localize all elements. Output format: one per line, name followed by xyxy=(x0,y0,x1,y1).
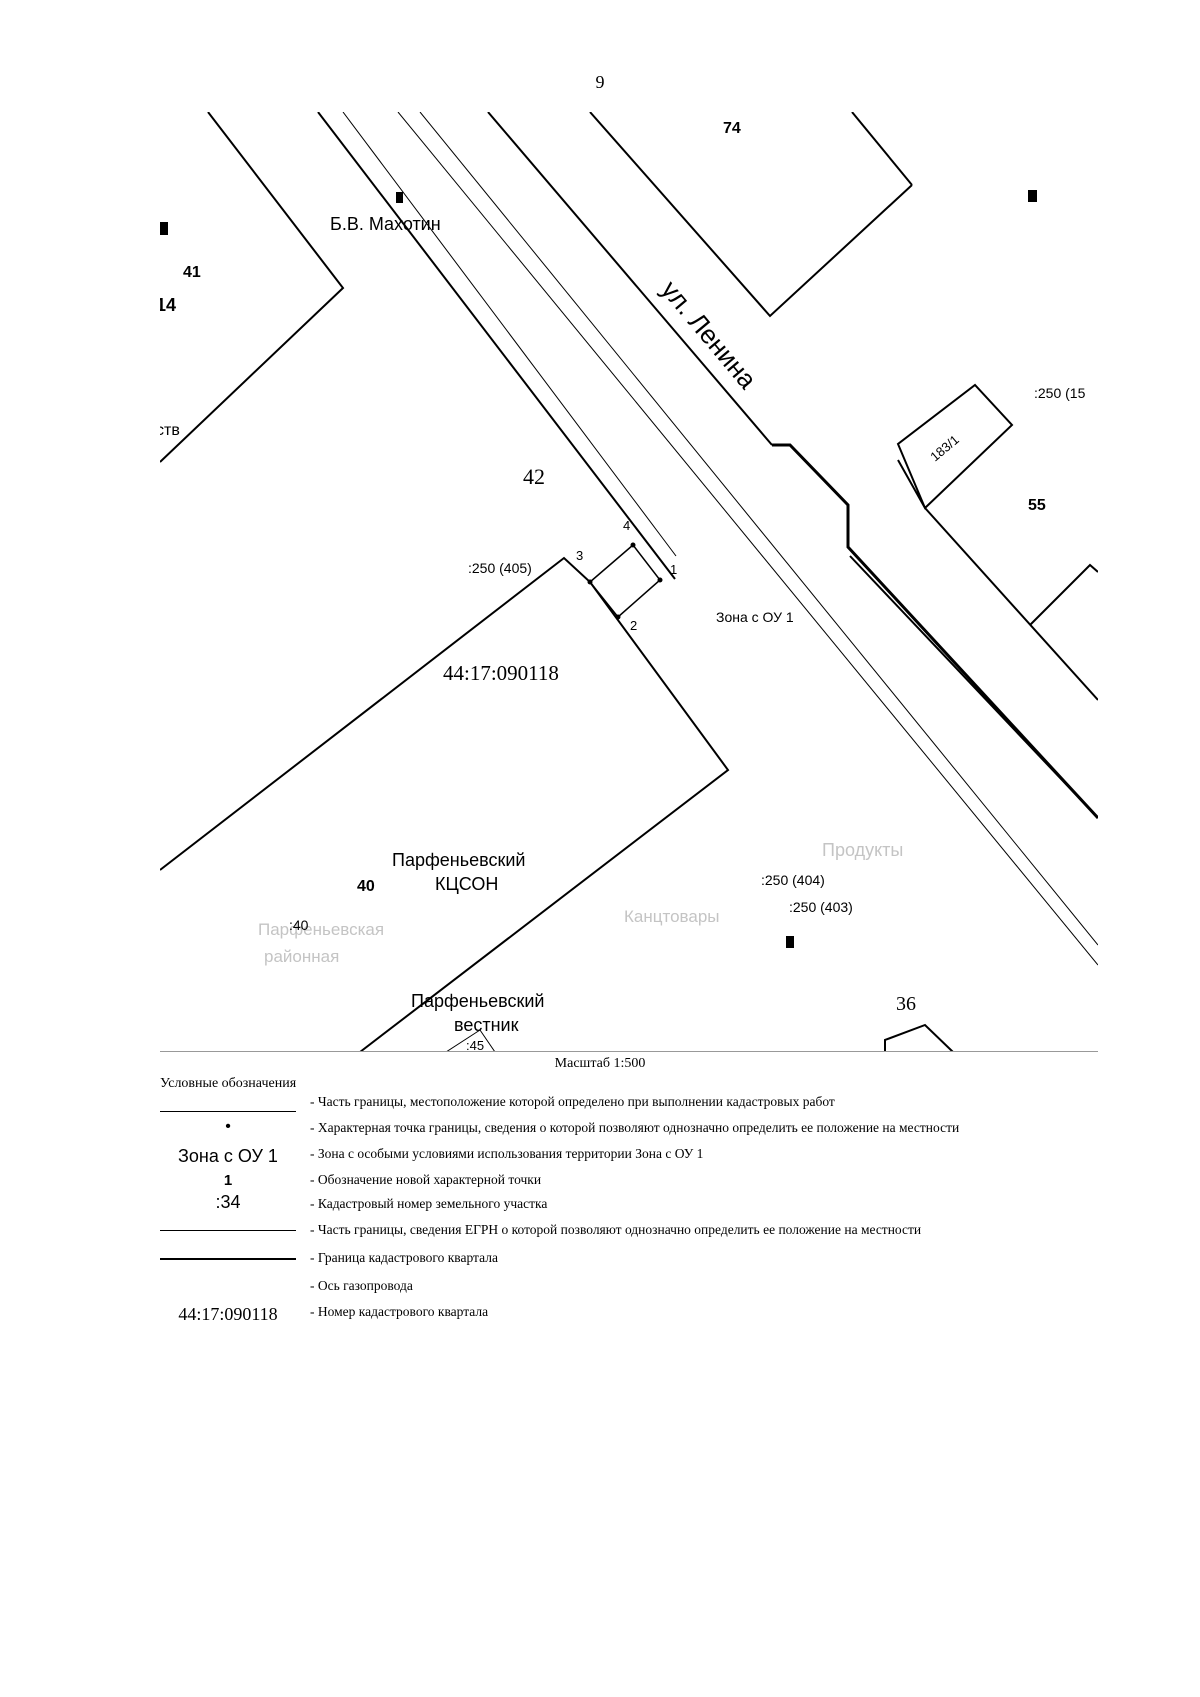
road-edge-east-north xyxy=(487,112,773,446)
building-marker xyxy=(1028,190,1037,202)
quarter-boundary-east xyxy=(772,443,1098,820)
point-number-symbol: 1 xyxy=(223,1172,233,1189)
parcel-45-boundary xyxy=(445,1029,496,1052)
legend-text: - Номер кадастрового квартала xyxy=(310,1304,489,1319)
label-183-1: 183/1 xyxy=(927,432,962,464)
gas-pipe-axis xyxy=(397,112,1098,966)
point-label-4: 4 xyxy=(623,518,630,533)
zone-symbol: Зона с ОУ 1 xyxy=(178,1146,278,1166)
legend-text: - Ось газопровода xyxy=(310,1278,413,1293)
label-250-15: :250 (15 xyxy=(1034,385,1086,401)
parcel-74-boundary xyxy=(589,112,913,318)
label-produkty: Продукты xyxy=(822,840,903,860)
street-name: ул. Ленина xyxy=(655,275,763,395)
label-kcson-2: КЦСОН xyxy=(435,874,498,894)
parcel-55-boundary xyxy=(924,507,1098,701)
legend-symbol-line xyxy=(160,1230,296,1231)
label-faded-3: Канцтовары xyxy=(624,907,720,926)
parcel-36-boundary xyxy=(884,1023,954,1052)
label-kcson-1: Парфеньевский xyxy=(392,850,525,870)
label-74: 74 xyxy=(723,120,741,137)
label-250-403: :250 (403) xyxy=(789,899,853,915)
parcel-41-boundary xyxy=(160,112,345,463)
cadastral-number-symbol: :34 xyxy=(215,1192,241,1212)
road-edge-east-south xyxy=(849,555,1098,819)
new-parcel xyxy=(588,543,662,619)
label-55: 55 xyxy=(1028,497,1046,514)
label-40b: :40 xyxy=(289,917,309,933)
road-line-east-inner xyxy=(419,112,1098,946)
legend: - Часть границы, местоположение которой … xyxy=(160,1092,1110,1324)
cadastral-map: 74 Б.В. Махотин 41 14 ств ул. Ленина 183… xyxy=(160,112,1098,1052)
label-vestnik-1: Парфеньевский xyxy=(411,991,544,1011)
point-3 xyxy=(587,579,593,585)
point-label-2: 2 xyxy=(630,618,637,633)
point-2 xyxy=(615,614,621,620)
building-marker xyxy=(160,222,168,235)
label-45: :45 xyxy=(466,1038,484,1052)
point-4 xyxy=(630,542,636,548)
legend-item: - Часть границы, местоположение которой … xyxy=(160,1092,1110,1114)
legend-item: - Часть границы, сведения ЕГРН о которой… xyxy=(160,1214,1110,1240)
map-scale: Масштаб 1:500 xyxy=(554,1056,646,1071)
legend-text: - Часть границы, местоположение которой … xyxy=(310,1094,835,1109)
building-marker xyxy=(786,936,794,948)
legend-item: 44:17:090118 - Номер кадастрового кварта… xyxy=(160,1292,1110,1324)
zone-label: Зона с ОУ 1 xyxy=(716,609,794,625)
label-ctb: ств xyxy=(160,422,180,439)
building-marker xyxy=(396,192,403,203)
legend-item: - Граница кадастрового квартала xyxy=(160,1240,1110,1266)
label-42: 42 xyxy=(523,464,545,489)
road-edge-west xyxy=(317,112,676,580)
label-250-404: :250 (404) xyxy=(761,872,825,888)
label-owner: Б.В. Махотин xyxy=(330,214,441,234)
quarter-number-symbol: 44:17:090118 xyxy=(178,1304,278,1324)
quarter-number: 44:17:090118 xyxy=(443,661,559,685)
legend-text: - Часть границы, сведения ЕГРН о которой… xyxy=(310,1222,922,1237)
legend-title: Условные обозначения xyxy=(160,1076,297,1091)
legend-item: • - Характерная точка границы, сведения … xyxy=(160,1114,1110,1140)
legend-symbol-line xyxy=(160,1258,296,1260)
point-1 xyxy=(657,577,663,583)
label-40: 40 xyxy=(357,878,375,895)
parcel-405-boundary xyxy=(160,556,730,1052)
label-faded-1: Парфеньевская xyxy=(258,920,384,939)
legend-text: - Кадастровый номер земельного участка xyxy=(310,1196,548,1211)
legend-symbol-line xyxy=(160,1111,296,1112)
label-250-405: :250 (405) xyxy=(468,560,532,576)
road-line-west-inner xyxy=(342,112,677,557)
point-label-3: 3 xyxy=(576,548,583,563)
parcel-183-boundary xyxy=(896,383,1014,510)
point-symbol: • xyxy=(225,1118,231,1135)
map-frame-bottom xyxy=(160,1051,1098,1052)
legend-text: - Обозначение новой характерной точки xyxy=(310,1172,542,1187)
label-41: 41 xyxy=(183,264,201,281)
legend-text: - Характерная точка границы, сведения о … xyxy=(310,1120,960,1135)
legend-text: - Зона с особыми условиями использования… xyxy=(310,1146,704,1161)
label-faded-2: районная xyxy=(264,947,339,966)
legend-text: - Граница кадастрового квартала xyxy=(310,1250,498,1265)
page-number: 9 xyxy=(595,72,605,92)
point-label-1: 1 xyxy=(670,562,677,577)
label-36: 36 xyxy=(896,993,916,1015)
map-canvas: 74 Б.В. Махотин 41 14 ств ул. Ленина 183… xyxy=(160,112,1098,1052)
label-vestnik-2: вестник xyxy=(454,1015,519,1035)
legend-item: 1 - Обозначение новой характерной точки xyxy=(160,1166,1110,1189)
label-14: 14 xyxy=(160,295,176,315)
parcel-74-side xyxy=(851,112,913,186)
legend-item: Зона с ОУ 1 - Зона с особыми условиями и… xyxy=(160,1140,1110,1166)
parcel-55-inner xyxy=(1029,563,1098,626)
legend-item: :34 - Кадастровый номер земельного участ… xyxy=(160,1188,1110,1214)
legend-item: - Ось газопровода xyxy=(160,1266,1110,1293)
